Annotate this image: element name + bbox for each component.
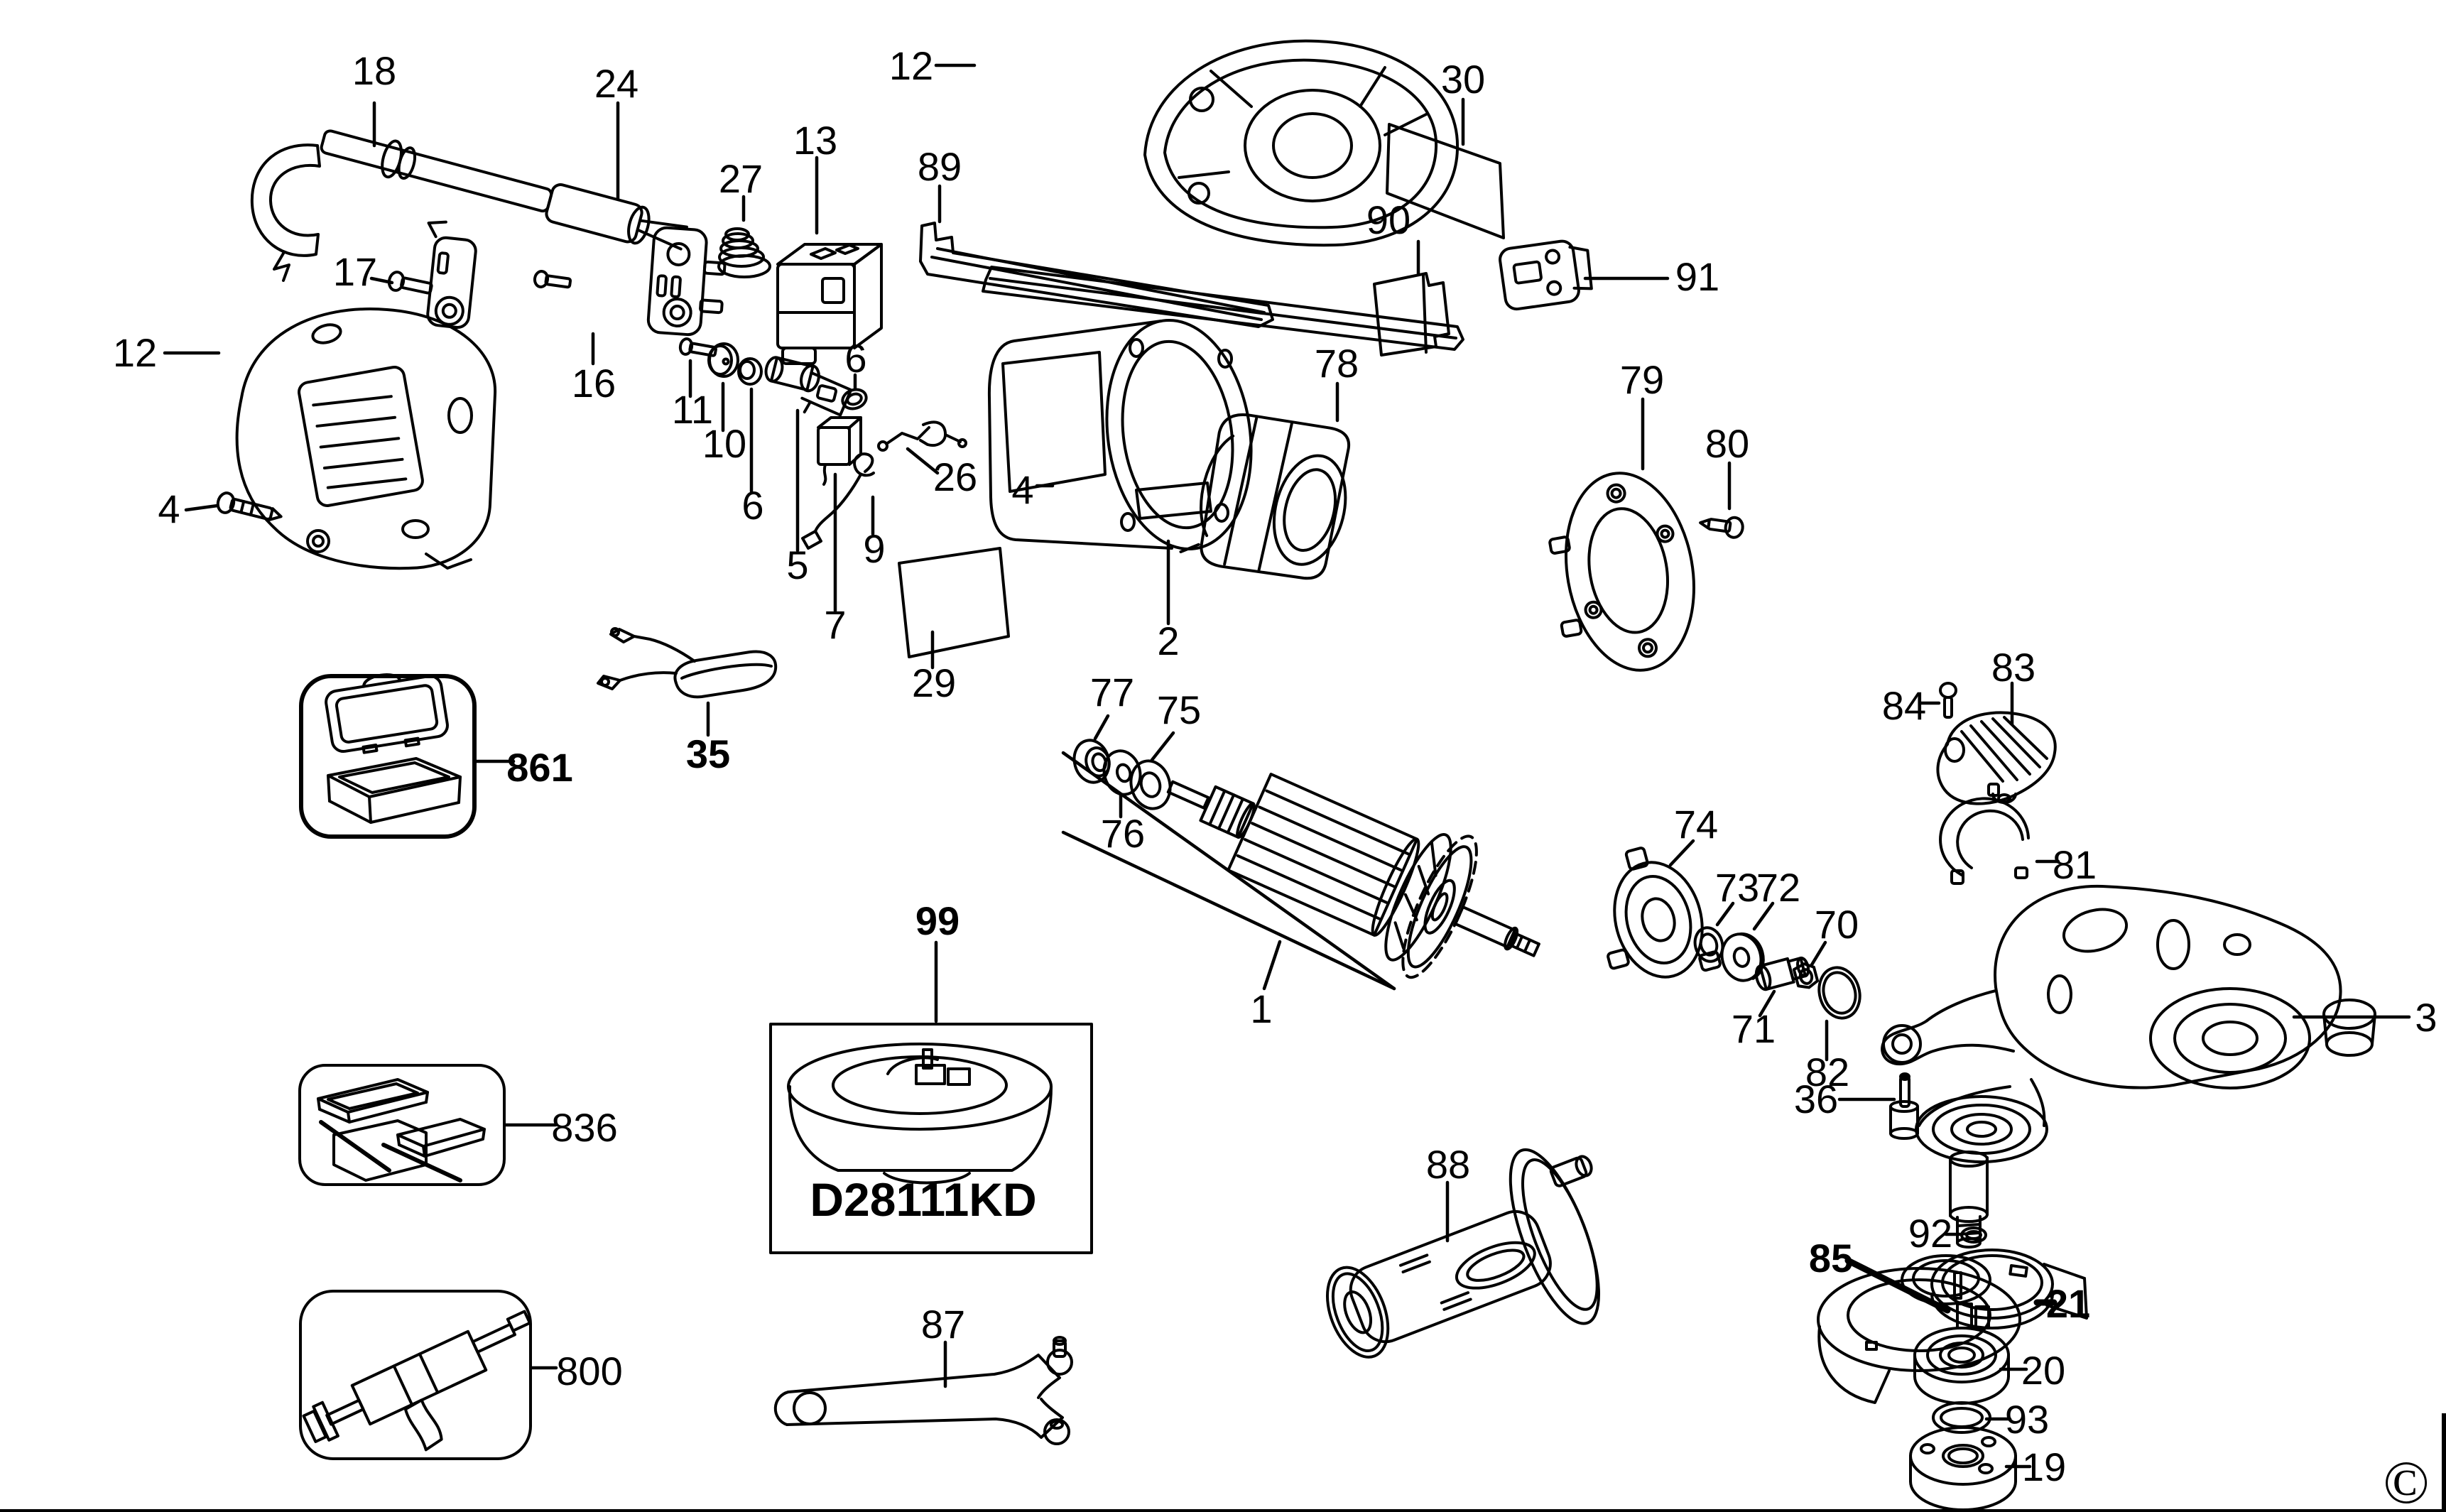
callout-11: 11: [672, 387, 713, 432]
brush-rail-89-art: [919, 222, 1274, 328]
callout-20: 20: [2021, 1348, 2065, 1393]
callout-29: 29: [912, 660, 956, 705]
callout-92: 92: [1908, 1211, 1952, 1256]
callout-12-left: 12: [113, 330, 157, 375]
nut-70-art: [1792, 962, 1820, 989]
small-parts-row-art: [678, 337, 967, 550]
callout-7: 7: [824, 602, 846, 647]
callout-78: 78: [1315, 341, 1359, 386]
callout-4-mid: 4: [1011, 467, 1033, 512]
kit-box-861-art: [299, 673, 477, 839]
callout-35: 35: [686, 731, 730, 776]
armature-1-art: [1061, 751, 1540, 991]
model-number-text: D28111KD: [810, 1173, 1036, 1226]
callout-24: 24: [594, 61, 638, 106]
screw-36-art: [1889, 1072, 1919, 1140]
label-panel-30-art: [1386, 123, 1505, 239]
callout-93: 93: [2005, 1397, 2049, 1442]
copyright-mark: ©: [2383, 1448, 2429, 1512]
guard-kit-99-art: [769, 1023, 1093, 1254]
label-panel-29-art: [898, 547, 1010, 658]
screw-17-art: [387, 271, 433, 295]
washer-76-art: [1102, 749, 1142, 796]
callout-71: 71: [1732, 1006, 1776, 1051]
callout-99: 99: [915, 898, 960, 943]
callout-21: 21: [2046, 1281, 2090, 1326]
leader-lines: [163, 63, 2411, 1469]
callout-84: 84: [1882, 683, 1926, 728]
callout-74: 74: [1674, 802, 1718, 847]
washer-75-art: [1129, 759, 1172, 810]
side-handle-and-cord-art: [250, 129, 688, 282]
callout-26: 26: [933, 455, 977, 499]
screw-4-left-art: [216, 491, 283, 521]
motor-cover-left-12-art: [235, 308, 497, 570]
switch-13-art: [776, 243, 883, 365]
wire-guard-81-art: [1939, 783, 2030, 885]
screw-84-art: [1939, 682, 1957, 719]
callout-10: 10: [702, 421, 746, 466]
cord-clamp-16-art: [426, 220, 727, 337]
callout-85: 85: [1809, 1236, 1853, 1280]
callout-19: 19: [2022, 1445, 2066, 1489]
page-border: [0, 1413, 2446, 1512]
callout-73: 73: [1715, 865, 1759, 910]
callout-70: 70: [1815, 902, 1859, 947]
callout-6-right: 6: [844, 336, 866, 381]
callout-6-left: 6: [741, 483, 763, 528]
callout-18: 18: [352, 48, 396, 93]
callout-88: 88: [1426, 1142, 1470, 1187]
spring-cone-27-art: [717, 227, 771, 278]
callout-89: 89: [918, 144, 962, 189]
baffle-flange-79-art: [1548, 472, 1696, 672]
clamp-nut-19-art: [1909, 1426, 2017, 1511]
callout-3: 3: [2415, 995, 2437, 1040]
gear-case-cover-83-art: [1936, 711, 2057, 805]
callout-75: 75: [1157, 687, 1201, 732]
callout-17: 17: [333, 249, 377, 294]
field-case-2-art: [987, 318, 1253, 551]
retaining-ring-82-art: [1817, 966, 1861, 1020]
grease-kit-800-art: [299, 1290, 532, 1460]
pin-wrench-87-art: [773, 1336, 1073, 1445]
washer-72-art: [1720, 932, 1765, 982]
callout-1: 1: [1250, 986, 1272, 1031]
callout-800: 800: [556, 1349, 622, 1393]
callout-30: 30: [1441, 57, 1485, 102]
module-91-art: [1499, 239, 1593, 311]
paddle-lever-35-art: [597, 627, 778, 699]
bearing-flange-20-art: [1913, 1327, 2010, 1405]
fan-baffle-74-art: [1607, 847, 1722, 979]
callout-83: 83: [1991, 645, 2035, 690]
callout-77: 77: [1090, 670, 1134, 714]
callout-2: 2: [1157, 619, 1179, 663]
callout-836: 836: [551, 1105, 617, 1150]
callout-72: 72: [1756, 865, 1800, 910]
callout-861: 861: [506, 745, 572, 790]
plate-90-art: [1373, 272, 1450, 357]
callout-4-left: 4: [158, 486, 180, 531]
tray-836-art: [298, 1064, 506, 1186]
gear-case-3-art: [1881, 884, 2376, 1249]
callout-16: 16: [572, 361, 616, 406]
screw-80-art: [1699, 516, 1744, 539]
callout-87: 87: [921, 1302, 965, 1347]
callout-81: 81: [2053, 842, 2097, 887]
callout-13: 13: [793, 118, 837, 163]
callout-90: 90: [1366, 197, 1410, 242]
callout-91: 91: [1675, 254, 1719, 299]
callout-27: 27: [719, 156, 763, 201]
callout-36: 36: [1794, 1077, 1838, 1121]
callout-5: 5: [786, 543, 808, 587]
callout-80: 80: [1705, 421, 1749, 466]
side-handle-grip-88-art: [1325, 1148, 1601, 1359]
callout-9: 9: [863, 526, 885, 571]
o-ring-92-art: [1960, 1227, 1987, 1244]
callout-82: 82: [1805, 1050, 1849, 1094]
callout-79: 79: [1620, 357, 1664, 402]
ring-73-art: [1693, 926, 1724, 963]
callout-12-top: 12: [889, 43, 933, 88]
callout-76: 76: [1101, 811, 1145, 856]
field-stator-78-art: [1179, 413, 1351, 580]
